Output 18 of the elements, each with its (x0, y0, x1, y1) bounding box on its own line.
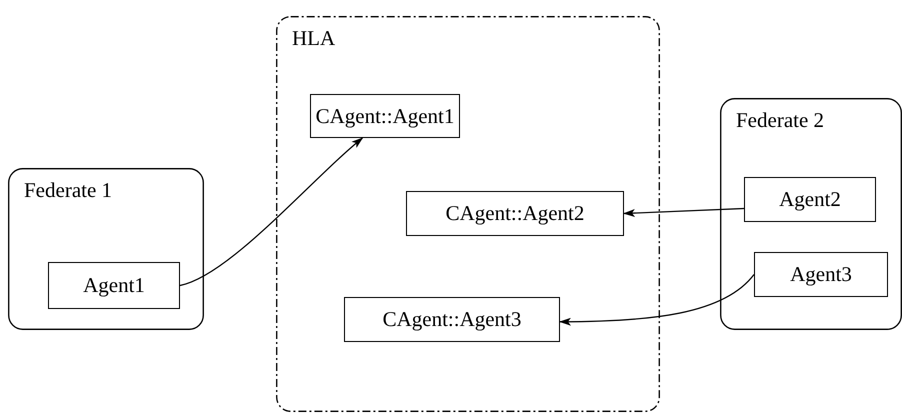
box-label: Agent1 (83, 273, 145, 298)
arrow (623, 208, 744, 218)
arrow (559, 274, 754, 326)
box-label: CAgent::Agent3 (382, 307, 522, 332)
box-label: Agent3 (790, 262, 852, 287)
group-label: Federate 2 (736, 108, 824, 133)
box-label: Agent2 (779, 187, 841, 212)
box-label: CAgent::Agent1 (316, 104, 454, 128)
group-label: Federate 1 (24, 178, 112, 203)
process-box (754, 252, 888, 297)
box-label: CAgent::Agent2 (446, 201, 584, 226)
process-box (48, 262, 180, 309)
process-box (310, 94, 460, 138)
process-box (406, 191, 624, 236)
arrow (180, 137, 364, 286)
group-label: HLA (292, 26, 336, 51)
process-box (344, 297, 560, 342)
process-box (744, 177, 876, 222)
